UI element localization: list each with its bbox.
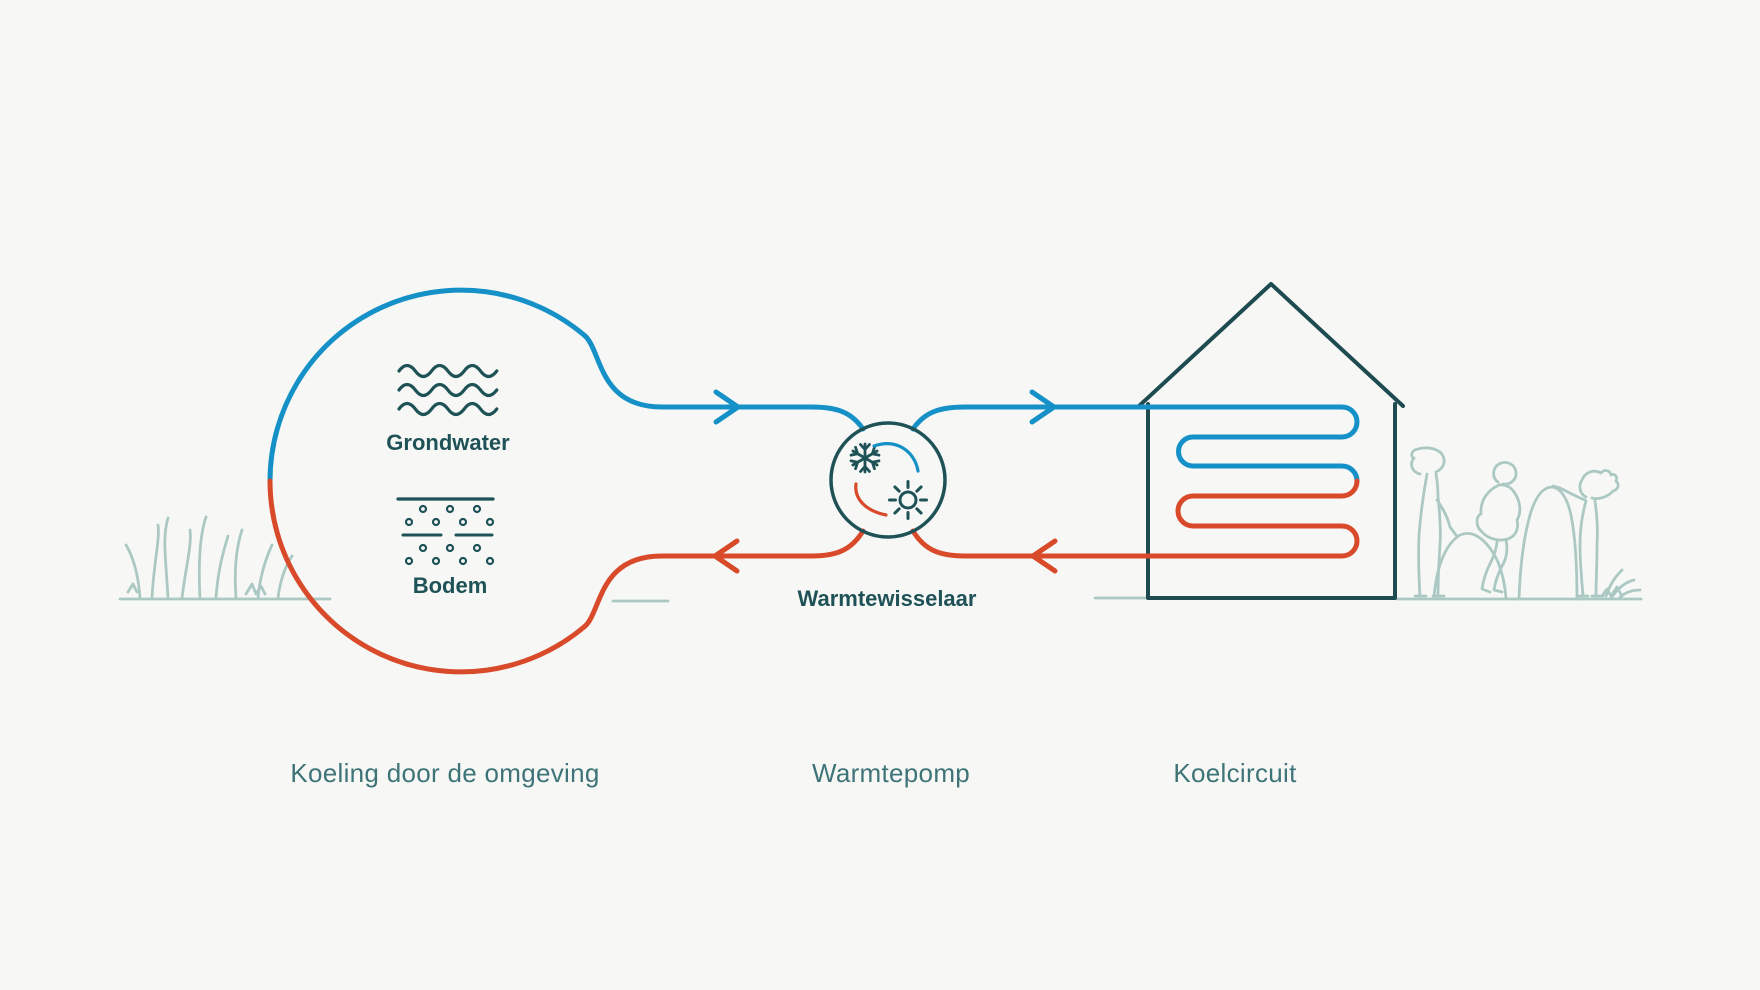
heat-pump-caption: Warmtepomp — [811, 758, 971, 788]
warm-flow-arrow-left — [712, 538, 740, 574]
source-caption: Koeling door de omgeving — [290, 758, 600, 788]
children-silhouettes — [1410, 446, 1620, 601]
cold-pipe-to-house — [910, 404, 1360, 484]
water-waves-icon — [397, 363, 499, 417]
warm-pipe-source — [267, 478, 866, 675]
warm-flow-arrow-right — [1030, 538, 1058, 574]
heat-exchanger-circle — [829, 421, 947, 539]
soil-dots-icon — [396, 497, 495, 566]
cold-flow-arrow-right — [1029, 389, 1057, 425]
cooling-circuit-caption: Koelcircuit — [1173, 758, 1297, 788]
warm-pipe-from-house — [910, 478, 1360, 559]
cold-pipe-source — [267, 287, 866, 484]
flow-arrows — [712, 389, 1058, 574]
groundwater-label: Grondwater — [386, 430, 510, 455]
grass-left-icon — [124, 515, 294, 600]
sun-icon — [888, 480, 928, 520]
grass-right-icon — [1600, 568, 1642, 599]
cold-flow-arrow-left — [713, 389, 741, 425]
cycle-arrows-icon — [854, 442, 920, 517]
heat-exchanger-label: Warmtewisselaar — [797, 586, 977, 611]
house-outline — [1137, 282, 1405, 600]
soil-label: Bodem — [412, 573, 488, 598]
snowflake-icon — [849, 442, 881, 474]
